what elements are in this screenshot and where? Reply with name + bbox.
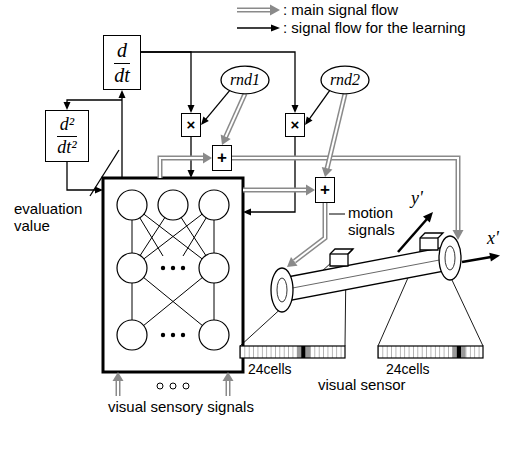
- signal-label: evaluation value: [14, 200, 94, 235]
- sensor-label: 24cells: [248, 361, 292, 377]
- mobile-robot: [271, 233, 461, 312]
- axis-label: y': [411, 188, 423, 209]
- connector: [305, 91, 330, 125]
- adder-box: +: [315, 177, 335, 203]
- visual-sensor-strip: [378, 346, 483, 358]
- node-text: ×: [187, 116, 196, 133]
- axis-label: x': [487, 228, 499, 249]
- ellipse-shape: [321, 66, 369, 94]
- arrowhead: [221, 135, 231, 145]
- arrowhead: [188, 105, 195, 113]
- second-derivative-box: d²dt²: [45, 110, 89, 162]
- ellipse-shape: [221, 66, 269, 94]
- node-text: +: [320, 180, 330, 200]
- legend-text: : signal flow for the learning: [283, 19, 466, 36]
- robot-axes: [398, 212, 500, 262]
- arrowheads: [221, 135, 231, 145]
- learning-wires: [67, 97, 295, 212]
- connector: [221, 94, 245, 145]
- connector-inner: [225, 94, 245, 138]
- connector-outer: [225, 94, 245, 138]
- arrowhead: [292, 105, 299, 113]
- arrowhead: [322, 167, 333, 177]
- node-text: ×: [291, 116, 300, 133]
- sensor-view-lines: [240, 246, 483, 346]
- signal-label: motion signals: [348, 204, 406, 239]
- adder-box: +: [212, 145, 232, 171]
- arrowheads: [201, 117, 209, 125]
- legend-sample-learning: [237, 25, 280, 32]
- arrowheads: [305, 116, 312, 125]
- arrowhead: [305, 116, 312, 125]
- signal-label: visual sensory signals: [108, 398, 254, 415]
- multiplier-box: ×: [181, 113, 201, 137]
- connector-outer: [327, 94, 345, 169]
- learning-arrowheads: [64, 90, 252, 216]
- arrowheads: [188, 105, 195, 113]
- fraction-denominator: dt²: [57, 137, 76, 158]
- fraction-numerator: d²: [57, 114, 77, 137]
- connector-line: [309, 91, 330, 120]
- random-source: rnd2: [320, 65, 370, 95]
- arrowheads: [292, 105, 299, 113]
- legend-sample-main: [237, 5, 280, 16]
- connector-line: [206, 91, 230, 120]
- sensor-label: 24cells: [386, 361, 430, 377]
- node-text: rnd2: [330, 71, 360, 89]
- arrowhead: [201, 117, 209, 125]
- node-text: +: [217, 148, 227, 168]
- neural-network: [103, 178, 243, 372]
- node-text: rnd1: [230, 71, 260, 89]
- connector: [141, 52, 195, 113]
- leader-line: [329, 214, 345, 215]
- random-source: rnd1: [220, 65, 270, 95]
- connector-line: [141, 52, 191, 106]
- derivative-box: ddt: [103, 35, 141, 90]
- arrowheads: [322, 167, 333, 177]
- visual-sensor-strip: [240, 346, 345, 358]
- main-signal-wires: [118, 158, 458, 398]
- connector: [201, 91, 230, 125]
- fraction-numerator: d: [114, 39, 130, 64]
- connector: [322, 94, 345, 177]
- fraction-denominator: dt: [114, 64, 130, 87]
- sensor-label: visual sensor: [318, 376, 406, 393]
- legend-text: : main signal flow: [283, 1, 398, 18]
- connector-inner: [327, 94, 345, 169]
- connector-line: [141, 52, 295, 106]
- multiplier-box: ×: [285, 113, 305, 137]
- connector: [141, 52, 299, 113]
- ellipsis-circles: [157, 383, 189, 389]
